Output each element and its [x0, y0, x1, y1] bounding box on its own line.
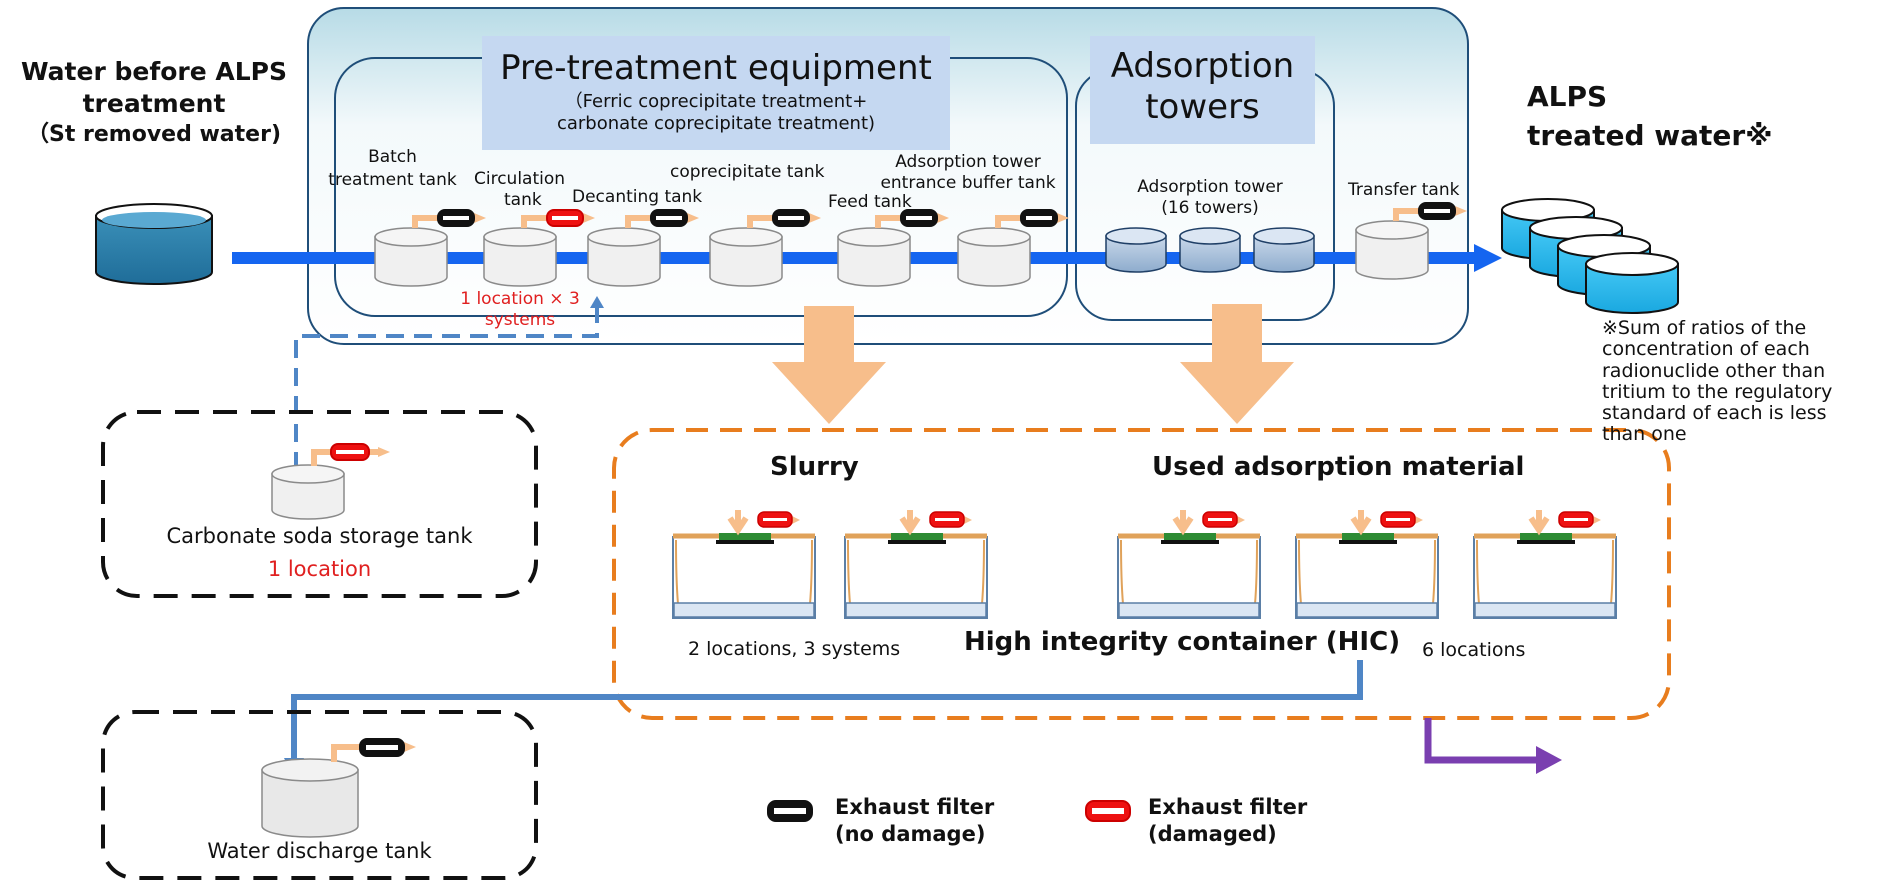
hic-filter-3 — [1172, 510, 1245, 536]
outflow-purple-arrowhead — [1536, 746, 1562, 774]
decanting-tank-label: Decanting tank — [572, 187, 703, 207]
hic-container-5 — [1473, 533, 1617, 619]
used-adsorption-label: Used adsorption material — [1152, 452, 1525, 482]
adsorption-tower-label: Adsorption tower (16 towers) — [1137, 177, 1283, 218]
hic-filter-4 — [1350, 510, 1423, 536]
water-discharge-tank — [261, 758, 359, 838]
treated-water-tank-4 — [1585, 252, 1679, 314]
adsorption-tower-3 — [1253, 227, 1315, 273]
buffer-tank-label: Adsorption tower entrance buffer tank — [880, 152, 1056, 193]
discharge-tank-label: Water discharge tank — [207, 839, 432, 863]
transfer-tank-label: Transfer tank — [1348, 180, 1460, 200]
water-before-tank — [95, 203, 213, 285]
hic-container-4 — [1295, 533, 1439, 619]
batch-tank-label: Batch treatment tank — [328, 147, 457, 190]
discharge-drain-line — [291, 660, 1363, 762]
exhaust-filter-decanting-tank — [625, 209, 699, 228]
legend-label-damaged: Exhaust filter (damaged) — [1148, 795, 1308, 847]
hic-container-1 — [672, 533, 816, 619]
water-before-label: Water before ALPS treatment （St removed … — [21, 57, 287, 147]
legend-icon-no-damage — [767, 800, 813, 822]
hic-container-3 — [1117, 533, 1261, 619]
legend-label-no-damage: Exhaust filter (no damage) — [835, 795, 995, 847]
hic-label: High integrity container (HIC) — [964, 627, 1401, 657]
exhaust-filter-discharge-tank — [331, 738, 416, 762]
adsorption-title-box — [1090, 36, 1315, 144]
exhaust-filter-carbonate-tank — [311, 443, 390, 466]
footnote: ※Sum of ratios of the concentration of e… — [1602, 317, 1833, 446]
carbonate-location-note: 1 location — [267, 557, 372, 581]
adsorption-tower-2 — [1179, 227, 1241, 273]
hic-filter-5 — [1528, 510, 1601, 536]
coprecipitate-tank-label: coprecipitate tank — [670, 162, 825, 182]
legend-icon-damaged — [1085, 800, 1131, 822]
carbonate-storage-box — [101, 410, 538, 598]
circulation-tank-label: Circulation tank — [474, 169, 566, 210]
exhaust-filter-transfer-tank — [1393, 202, 1467, 221]
exhaust-filter-buffer-tank — [995, 209, 1069, 228]
hic-filter-2 — [899, 510, 972, 536]
feed-tank-label: Feed tank — [828, 192, 912, 212]
exhaust-filter-batch-tank — [412, 209, 486, 228]
pretreatment-subtitle: （Ferric coprecipitate treatment+ carbona… — [556, 91, 876, 134]
decanting-tank — [587, 227, 661, 287]
circulation-systems-note: 1 location × 3 systems — [460, 289, 580, 330]
exhaust-filter-coprecipitate-tank — [747, 209, 821, 228]
discharge-box — [101, 710, 538, 880]
coprecipitate-tank — [709, 227, 783, 287]
carbonate-feed-arrowhead — [590, 296, 604, 308]
buffer-tank — [957, 227, 1031, 287]
hic-count-label: 6 locations — [1422, 639, 1526, 661]
exhaust-filter-circulation-tank — [521, 209, 595, 228]
pretreatment-title-box — [482, 36, 950, 150]
slurry-count-label: 2 locations, 3 systems — [688, 638, 901, 660]
hic-container-2 — [844, 533, 988, 619]
pretreatment-title: Pre-treatment equipment — [500, 48, 932, 88]
circulation-tank — [483, 227, 557, 287]
hic-storage-box — [612, 428, 1671, 720]
hic-filter-1 — [727, 510, 800, 536]
alps-treated-label: ALPS treated water※ — [1527, 80, 1773, 152]
adsorption-tower-1 — [1105, 227, 1167, 273]
slurry-down-arrow — [772, 306, 886, 424]
adsorbent-down-arrow — [1180, 304, 1294, 424]
feed-tank — [837, 227, 911, 287]
adsorption-title: Adsorption towers — [1110, 46, 1295, 128]
carbonate-tank-label: Carbonate soda storage tank — [166, 524, 473, 548]
slurry-label: Slurry — [770, 452, 859, 482]
batch-treatment-tank — [374, 227, 448, 287]
carbonate-soda-tank — [271, 464, 345, 520]
carbonate-feed-dashed-line — [294, 306, 599, 470]
exhaust-filter-feed-tank — [875, 209, 949, 228]
main-flow-arrowhead — [1474, 244, 1502, 272]
outflow-purple-line — [1424, 718, 1540, 764]
transfer-tank — [1355, 220, 1429, 280]
